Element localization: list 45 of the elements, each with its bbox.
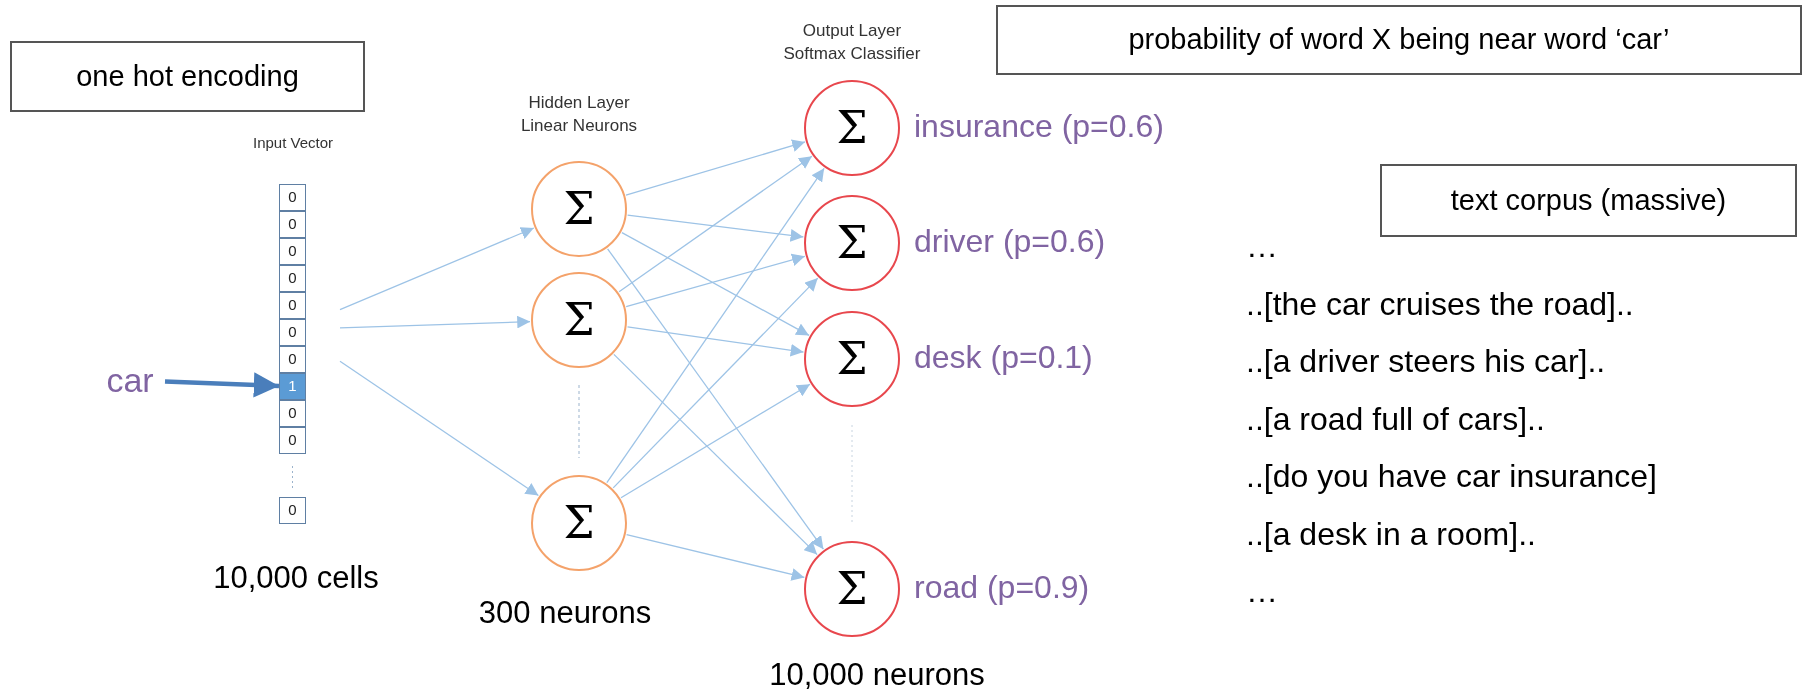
text-box: one hot encoding (10, 41, 365, 112)
layer-heading: Hidden Layer Linear Neurons (519, 92, 639, 137)
vector-cell: 0 (279, 211, 306, 238)
count-label: 300 neurons (477, 594, 653, 632)
corpus-line: ..[the car cruises the road].. (1246, 284, 1635, 324)
layer-heading: Output Layer Softmax Classifier (782, 20, 922, 65)
arrow (339, 315, 531, 329)
vector-cell: 0 (279, 400, 306, 427)
output-word-label: desk (p=0.1) (914, 341, 1093, 373)
arrow (339, 360, 540, 497)
output-word-label: insurance (p=0.6) (914, 110, 1164, 142)
output-word-label: driver (p=0.6) (914, 225, 1106, 257)
vector-cell: 0 (279, 292, 306, 319)
vector-cell: 1 (279, 373, 306, 400)
vector-heading: Input Vector (251, 133, 335, 153)
arrow (613, 353, 818, 556)
arrow (606, 167, 825, 484)
vector-cell: 0 (279, 238, 306, 265)
output-word-label: road (p=0.9) (914, 571, 1090, 603)
vector-cell: 0 (279, 497, 306, 524)
vector-cell: 0 (279, 319, 306, 346)
arrow (626, 214, 805, 242)
count-label: 10,000 neurons (768, 656, 986, 694)
corpus-line: ..[a desk in a room].. (1246, 514, 1537, 554)
vector-cell: 0 (279, 265, 306, 292)
count-label: 10,000 cells (212, 559, 380, 597)
corpus-line: ..[a driver steers his car].. (1246, 342, 1607, 381)
arrow (620, 383, 811, 499)
corpus-line: … (1246, 227, 1279, 266)
arrow (626, 533, 805, 581)
arrow (606, 248, 825, 550)
arrow (618, 155, 813, 293)
vector-cell: 0 (279, 346, 306, 373)
corpus-line: ..[a road full of cars].. (1246, 399, 1546, 439)
arrow (621, 231, 810, 337)
arrow (612, 277, 819, 489)
arrow (164, 372, 280, 398)
corpus-line: … (1246, 572, 1279, 611)
vector-cell: 0 (279, 427, 306, 454)
text-box: text corpus (massive) (1380, 164, 1797, 237)
input-word: car (95, 356, 165, 404)
text-box: probability of word X being near word ‘car’ (996, 5, 1802, 75)
corpus-line: ..[do you have car insurance] (1246, 457, 1658, 496)
arrow (626, 326, 805, 357)
vector-cell: 0 (279, 184, 306, 211)
